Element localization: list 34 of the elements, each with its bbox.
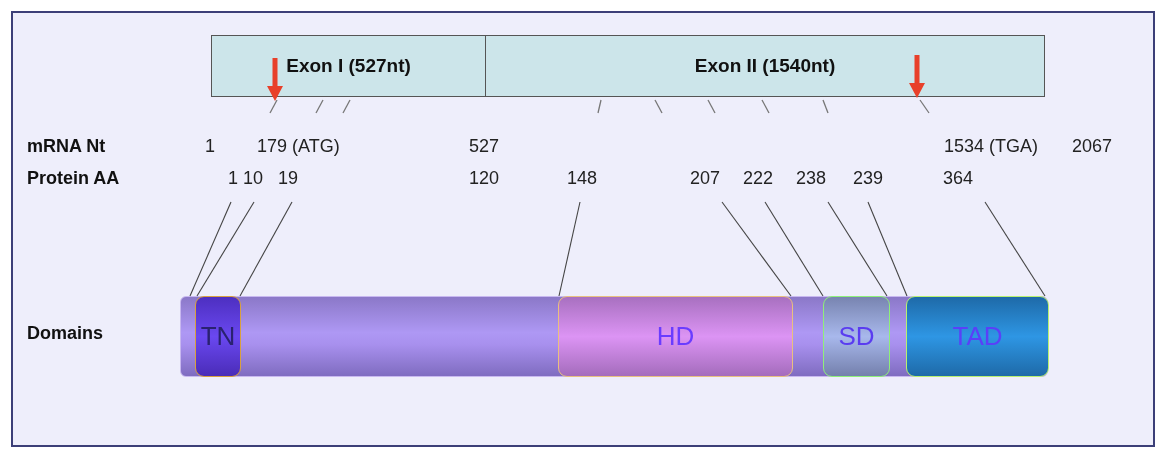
position-label: 1 <box>228 168 238 188</box>
position-label: 239 <box>853 168 884 188</box>
position-label: 19 <box>278 168 299 188</box>
row-label: Protein AA <box>27 168 120 188</box>
leader-line <box>867 201 908 297</box>
position-label: 2067 <box>1072 136 1113 156</box>
exon-box: Exon I (527nt) <box>211 35 486 97</box>
position-label: 179 (ATG) <box>257 136 340 156</box>
row-label: mRNA Nt <box>27 136 106 156</box>
position-label: 207 <box>690 168 721 188</box>
leader-line <box>189 201 232 297</box>
exon-box: Exon II (1540nt) <box>485 35 1045 97</box>
position-label: 120 <box>469 168 500 188</box>
position-label: 10 <box>243 168 264 188</box>
position-label: 1534 (TGA) <box>944 136 1039 156</box>
position-label: 222 <box>743 168 774 188</box>
domain-box: TN <box>195 296 241 377</box>
protein-bar <box>180 296 1048 377</box>
domain-box: TAD <box>906 296 1049 377</box>
domain-box: SD <box>823 296 890 377</box>
leader-line <box>984 201 1046 297</box>
domain-box: HD <box>558 296 793 377</box>
leader-line <box>196 201 255 297</box>
position-label: 148 <box>567 168 598 188</box>
row-label: Domains <box>27 323 104 343</box>
leader-line <box>721 201 792 297</box>
leader-line <box>558 201 581 297</box>
leader-line <box>239 201 293 297</box>
position-label: 364 <box>943 168 974 188</box>
position-label: 238 <box>796 168 827 188</box>
position-label: 1 <box>205 136 215 156</box>
position-label: 527 <box>469 136 500 156</box>
leader-line <box>827 201 888 297</box>
leader-line <box>764 201 824 297</box>
